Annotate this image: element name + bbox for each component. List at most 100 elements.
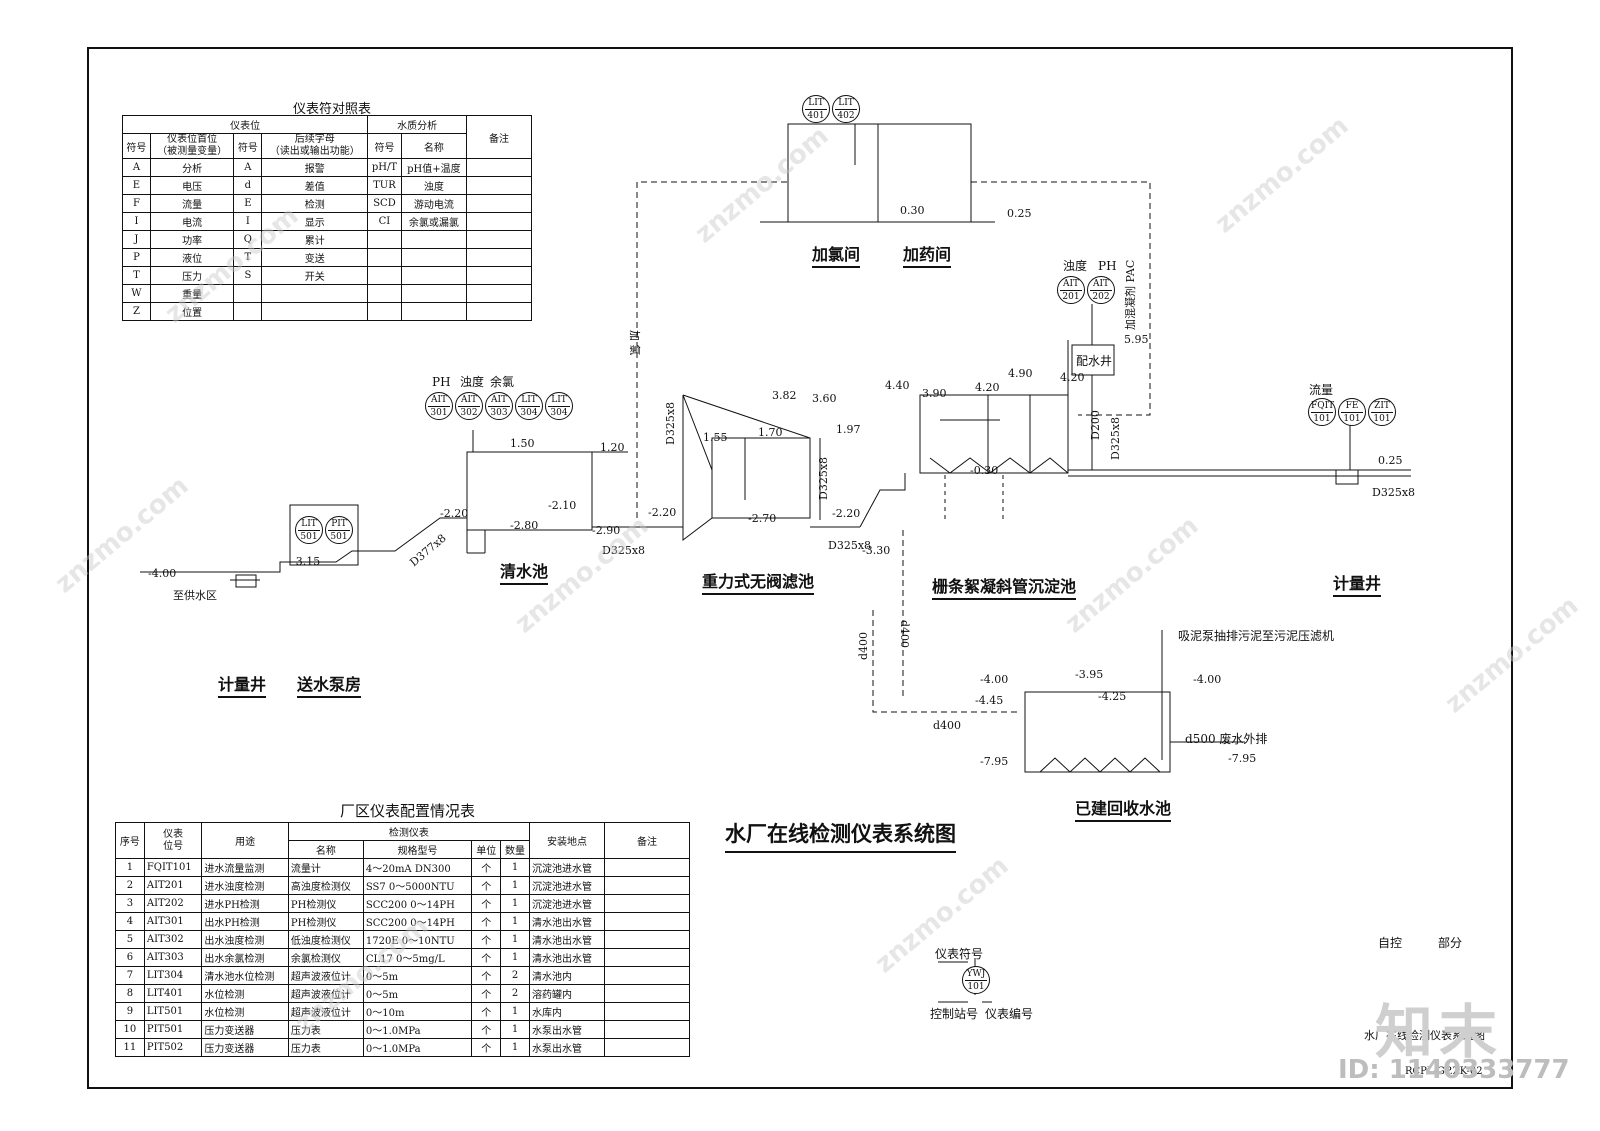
config-cell: 压力变送器 <box>201 1038 289 1057</box>
col-header: 仪表 位号 <box>143 822 203 859</box>
elevation-label: 3.60 <box>812 392 837 405</box>
config-cell: 6 <box>115 948 145 967</box>
elevation-label: 4.20 <box>1060 371 1085 384</box>
config-cell: 水库内 <box>528 1002 606 1021</box>
col-header: 备注 <box>604 822 690 859</box>
elevation-label: -2.70 <box>748 512 777 525</box>
legend-cell: d <box>233 176 263 195</box>
config-cell: 出水PH检测 <box>201 912 289 931</box>
config-cell: 清水池水位检测 <box>201 966 289 985</box>
legend-cell <box>233 284 263 303</box>
config-cell: SS7 0～5000NTU <box>362 876 473 895</box>
legend-cell: 电压 <box>149 176 235 195</box>
legend-remark-cell <box>466 212 532 231</box>
pipe-label: D325x8 <box>1372 486 1416 499</box>
legend-remark-cell <box>466 176 532 195</box>
legend-cell: 位置 <box>149 302 235 321</box>
config-cell: 1 <box>115 858 145 877</box>
legend-remark-cell <box>466 284 532 303</box>
col-header: 后续字母 （读出或输出功能） <box>261 133 369 159</box>
elevation-label: -2.20 <box>832 507 861 520</box>
config-remark-cell <box>604 1002 690 1021</box>
config-cell: 进水浊度检测 <box>201 876 289 895</box>
config-cell: 个 <box>471 858 502 877</box>
meter-well-left-title: 计量井 <box>218 676 267 698</box>
elevation-label: -2.10 <box>548 499 577 512</box>
config-cell: 1 <box>500 1002 530 1021</box>
config-cell: 高浊度检测仪 <box>287 876 364 895</box>
legend-cell: 游动电流 <box>400 194 468 213</box>
turbidity-label: 浊度 <box>1063 259 1088 273</box>
ph-label: PH <box>1098 259 1117 273</box>
elevation-label: -0.30 <box>970 464 999 477</box>
legend-cell: 报警 <box>261 158 369 177</box>
config-cell: 个 <box>471 912 502 931</box>
config-cell: 2 <box>500 966 530 985</box>
legend-cell <box>400 302 468 321</box>
legend-cell: CI <box>367 212 402 231</box>
pipe-label: D325x8 <box>817 456 830 500</box>
legend-remark-cell <box>466 194 532 213</box>
elevation-label: 1.97 <box>836 423 861 436</box>
legend-cell: T <box>122 266 151 285</box>
waste-out-label: d500 废水外排 <box>1185 732 1268 746</box>
legend-cell <box>400 230 468 249</box>
config-cell: 0～1.0MPa <box>362 1020 473 1039</box>
config-cell: LIT304 <box>143 966 203 985</box>
config-table-title: 厂区仪表配置情况表 <box>340 802 476 820</box>
config-cell: PIT502 <box>143 1038 203 1057</box>
legend-symbol-label: 仪表符号 <box>935 947 984 961</box>
remark-header: 备注 <box>466 115 532 159</box>
part-label: 部分 <box>1438 936 1463 950</box>
config-remark-cell <box>604 948 690 967</box>
config-cell: 1 <box>500 912 530 931</box>
legend-cell: 开关 <box>261 266 369 285</box>
pac-note: 加混凝剂 PAC <box>1124 259 1137 330</box>
config-cell: AIT303 <box>143 948 203 967</box>
pipe-label: d400 <box>933 719 962 732</box>
config-cell: 溶药罐内 <box>528 984 606 1003</box>
config-cell: 0～5m <box>362 984 473 1003</box>
elevation-label: -4.25 <box>1098 690 1127 703</box>
config-cell: 出水浊度检测 <box>201 930 289 949</box>
config-cell: 清水池出水管 <box>528 912 606 931</box>
config-cell: 个 <box>471 984 502 1003</box>
elevation-label: 1.50 <box>510 437 535 450</box>
config-cell: 1 <box>500 948 530 967</box>
elevation-label: 0.25 <box>1007 207 1032 220</box>
config-cell: 个 <box>471 930 502 949</box>
col-header: 符号 <box>367 133 402 159</box>
config-cell: 1 <box>500 1038 530 1057</box>
config-cell: AIT202 <box>143 894 203 913</box>
legend-cell: 余氯或漏氯 <box>400 212 468 231</box>
config-cell: AIT201 <box>143 876 203 895</box>
group-header: 检测仪表 <box>287 822 530 841</box>
config-cell: 0～10m <box>362 1002 473 1021</box>
elevation-label: 1.70 <box>758 426 783 439</box>
instrument-legend-table: 仪表位 水质分析 备注 符号 仪表位首位 （被测量变量） 符号 后续字母 （读出… <box>121 115 532 321</box>
config-cell: AIT302 <box>143 930 203 949</box>
legend-cell: 差值 <box>261 176 369 195</box>
chlorine-note: 加 氯 <box>628 330 641 356</box>
config-cell: LIT501 <box>143 1002 203 1021</box>
elevation-label: -7.95 <box>1228 752 1257 765</box>
elevation-label: 4.40 <box>885 379 910 392</box>
legend-cell: pH值+温度 <box>400 158 468 177</box>
config-cell: 4 <box>115 912 145 931</box>
main-title: 水厂在线检测仪表系统图 <box>725 818 956 853</box>
config-cell: 个 <box>471 894 502 913</box>
group-header: 水质分析 <box>367 115 467 134</box>
col-header: 仪表位首位 （被测量变量） <box>149 133 235 159</box>
config-cell: 水泵出水管 <box>528 1038 606 1057</box>
